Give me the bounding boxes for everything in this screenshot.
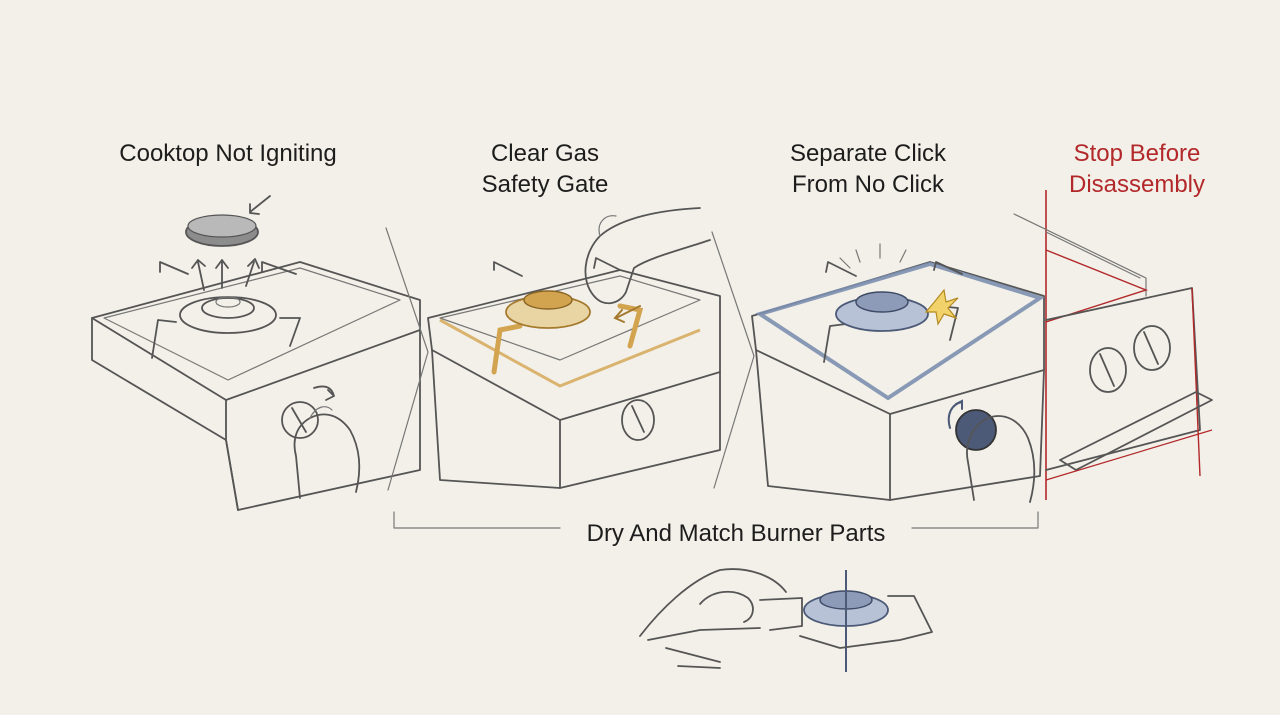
separator-line [385,227,429,491]
bottom-title: Dry And Match Burner Parts [586,520,886,547]
spark-icon [924,288,959,326]
panel-4-range-sketch [1013,190,1213,500]
panel-3-cooktop-sketch [751,243,1045,503]
bottom-burner-sketch [639,568,933,672]
panel-4-title: Stop Before Disassembly [1068,140,1206,198]
separator-line [711,231,755,489]
panel-3-title: Separate Click From No Click [789,140,947,198]
bottom-bracket [393,511,1039,529]
panel-1-title: Cooktop Not Igniting [119,140,337,167]
panel-1-cooktop-sketch [91,195,421,511]
panel-2-title: Clear Gas Safety Gate [481,140,609,198]
panel-2-cooktop-sketch [427,207,721,489]
